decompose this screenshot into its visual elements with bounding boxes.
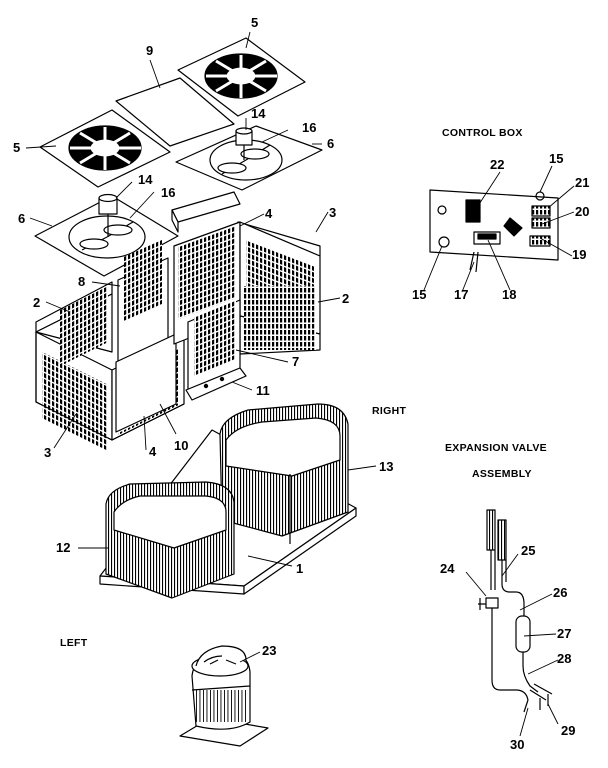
callout-13: 13	[379, 459, 394, 474]
callout-27: 27	[557, 626, 572, 641]
callout-14-left: 14	[138, 172, 153, 187]
fan-deck-left	[34, 193, 179, 277]
callout-21: 21	[575, 175, 590, 190]
callout-5-right: 5	[251, 15, 259, 30]
center-divider	[171, 191, 241, 233]
callout-5-left: 5	[13, 140, 21, 155]
control-box	[429, 189, 559, 273]
callout-8: 8	[78, 274, 86, 289]
cabinet-body	[35, 221, 321, 451]
callout-30: 30	[510, 737, 525, 752]
expansion-valve	[478, 509, 553, 713]
compressor	[179, 645, 269, 747]
callout-7: 7	[292, 354, 300, 369]
callout-14-right: 14	[251, 106, 266, 121]
callout-17: 17	[454, 287, 469, 302]
leader-lines	[25, 31, 575, 737]
callout-16-left: 16	[161, 185, 176, 200]
callout-6-left: 6	[18, 211, 26, 226]
fan-grille-left	[39, 109, 171, 188]
fan-deck-right	[175, 125, 323, 191]
callout-29: 29	[561, 723, 576, 738]
callout-22: 22	[490, 157, 505, 172]
condenser-coil-right	[219, 403, 349, 544]
callout-23: 23	[262, 643, 277, 658]
caption-expansion-valve: EXPANSION VALVE	[445, 442, 547, 454]
callout-10: 10	[174, 438, 189, 453]
callout-3-left: 3	[44, 445, 52, 460]
fan-grille-right	[177, 37, 306, 117]
callout-3-right: 3	[329, 205, 337, 220]
callout-15-bottom: 15	[412, 287, 427, 302]
callout-9: 9	[146, 43, 154, 58]
condenser-coil-left	[105, 481, 235, 599]
callout-1: 1	[296, 561, 304, 576]
callout-2-right: 2	[342, 291, 350, 306]
caption-assembly: ASSEMBLY	[472, 468, 532, 480]
callout-16-right: 16	[302, 120, 317, 135]
callout-6-right: 6	[327, 136, 335, 151]
callout-28: 28	[557, 651, 572, 666]
top-cover-panel	[115, 77, 235, 147]
caption-control-box: CONTROL BOX	[442, 127, 523, 139]
callout-11: 11	[256, 383, 270, 398]
callout-4-upper: 4	[265, 206, 273, 221]
callout-4-lower: 4	[149, 444, 157, 459]
callout-19: 19	[572, 247, 587, 262]
callout-18: 18	[502, 287, 517, 302]
callout-15-top: 15	[549, 151, 564, 166]
callout-12: 12	[56, 540, 71, 555]
callout-20: 20	[575, 204, 590, 219]
callout-24: 24	[440, 561, 455, 576]
caption-left: LEFT	[60, 637, 88, 649]
callout-2-left: 2	[33, 295, 41, 310]
callout-25: 25	[521, 543, 536, 558]
callout-26: 26	[553, 585, 568, 600]
caption-right: RIGHT	[372, 405, 407, 417]
